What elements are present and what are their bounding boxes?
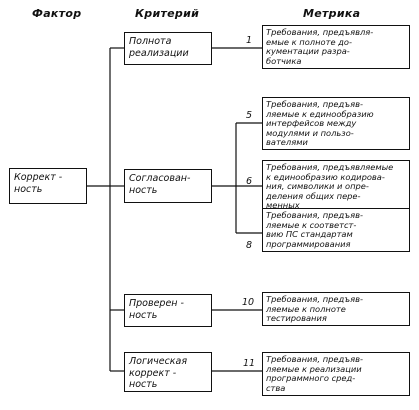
metric-number-11: 11: [243, 358, 256, 369]
metric-number-10: 10: [242, 297, 255, 308]
metric-box-6: Требования, предъявляемые к единообразию…: [262, 160, 410, 213]
metric-box-8: Требования, предъяв- ляемые к соответст-…: [262, 208, 410, 252]
metric-number-5: 5: [246, 110, 253, 121]
criterion-box-c4: Логическая коррект - ность: [124, 352, 212, 392]
criterion-box-c3: Проверен - ность: [124, 294, 212, 327]
metric-box-10: Требования, предъяв- ляемые к полноте те…: [262, 292, 410, 326]
header-metric: Метрика: [303, 7, 361, 20]
metric-box-11: Требования, предъяв- ляемые к реализации…: [262, 352, 410, 396]
metric-box-5: Требования, предъяв- ляемые к единообраз…: [262, 97, 410, 150]
metric-number-6: 6: [246, 176, 253, 187]
metric-number-8: 8: [246, 240, 253, 251]
criterion-box-c1: Полнота реализации: [124, 32, 212, 65]
metric-box-1: Требования, предъявля- емые к полноте до…: [262, 25, 410, 69]
factor-box: Коррект - ность: [9, 168, 87, 204]
criterion-box-c2: Согласован- ность: [124, 169, 212, 203]
metric-number-1: 1: [246, 35, 253, 46]
header-factor: Фактор: [32, 7, 82, 20]
header-criterion: Критерий: [135, 7, 200, 20]
